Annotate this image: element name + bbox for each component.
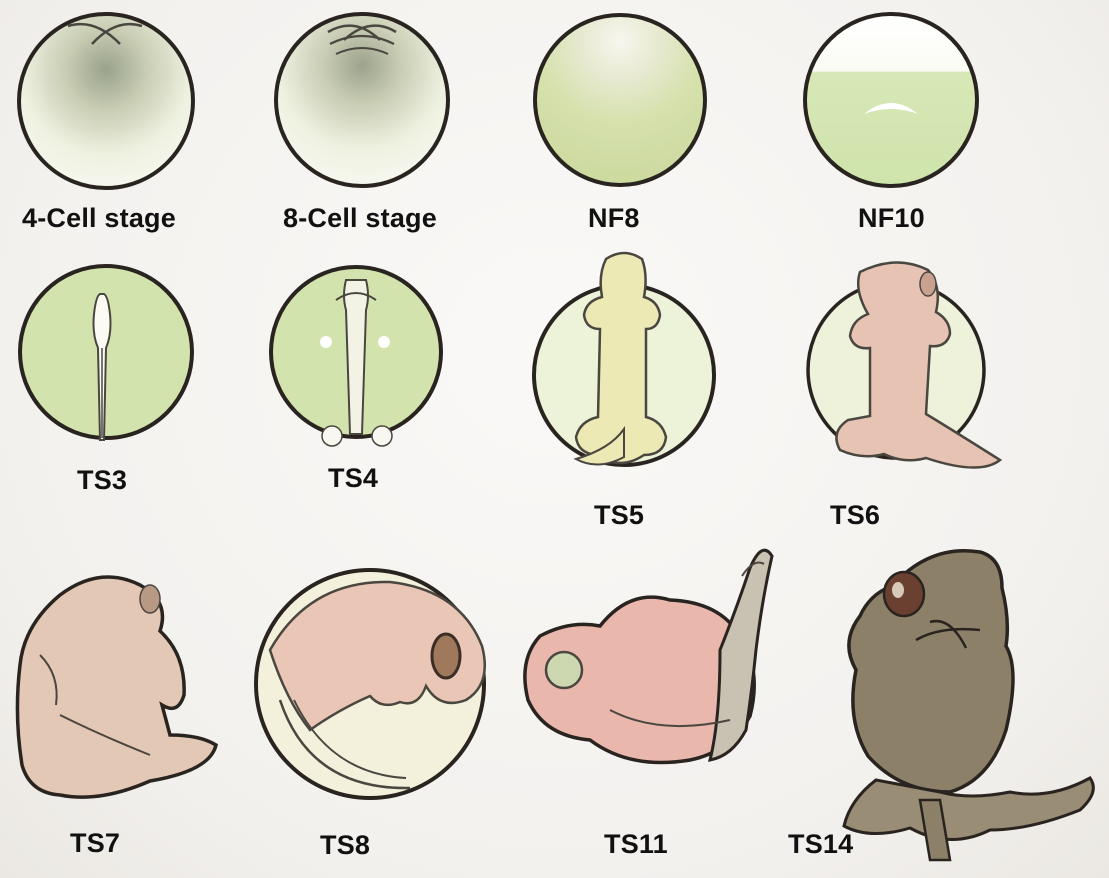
curled-embryo-icon (0, 545, 240, 815)
stage-panel-nf8: NF8 (520, 0, 730, 250)
stage-panel-ts5: TS5 (520, 245, 750, 535)
stage-panel-ts6: TS6 (800, 250, 1030, 535)
tail-stage-embryo-icon (510, 540, 790, 820)
stage-label: 4-Cell stage (22, 203, 176, 234)
stage-label: TS4 (328, 463, 378, 494)
eye-stage-embryo-icon (250, 560, 500, 820)
stage-label: TS3 (77, 465, 127, 496)
stage-panel-4-cell: 4-Cell stage (0, 0, 230, 250)
neural-plate-embryo-icon (0, 250, 230, 460)
stage-label: TS11 (604, 829, 668, 860)
stage-panel-ts4: TS4 (262, 250, 482, 510)
limb-paddle-embryo-icon (800, 250, 1030, 490)
stage-label: TS8 (320, 830, 370, 861)
stage-label: TS6 (830, 500, 880, 531)
stage-label: 8-Cell stage (283, 203, 437, 234)
stage-panel-ts11: TS11 (510, 540, 790, 878)
stage-panel-nf10: NF10 (790, 0, 1000, 250)
eight-cell-embryo-icon (270, 0, 490, 200)
stage-label: TS7 (70, 828, 120, 859)
stage-label: TS5 (594, 500, 644, 531)
stage-label: NF8 (588, 203, 640, 234)
stage-panel-ts3: TS3 (0, 250, 230, 510)
froglet-icon (780, 530, 1109, 878)
limb-bud-embryo-icon (520, 245, 750, 485)
gastrula-embryo-icon (790, 0, 1000, 200)
stage-panel-ts7: TS7 (0, 545, 240, 878)
stage-panel-ts14: TS14 (780, 530, 1109, 878)
stage-panel-ts8: TS8 (250, 560, 500, 878)
neural-tube-embryo-icon (262, 250, 482, 460)
blastula-embryo-icon (520, 0, 730, 200)
stage-panel-8-cell: 8-Cell stage (270, 0, 490, 250)
stage-label: TS14 (788, 829, 853, 860)
stage-label: NF10 (858, 203, 925, 234)
four-cell-embryo-icon (0, 0, 230, 200)
